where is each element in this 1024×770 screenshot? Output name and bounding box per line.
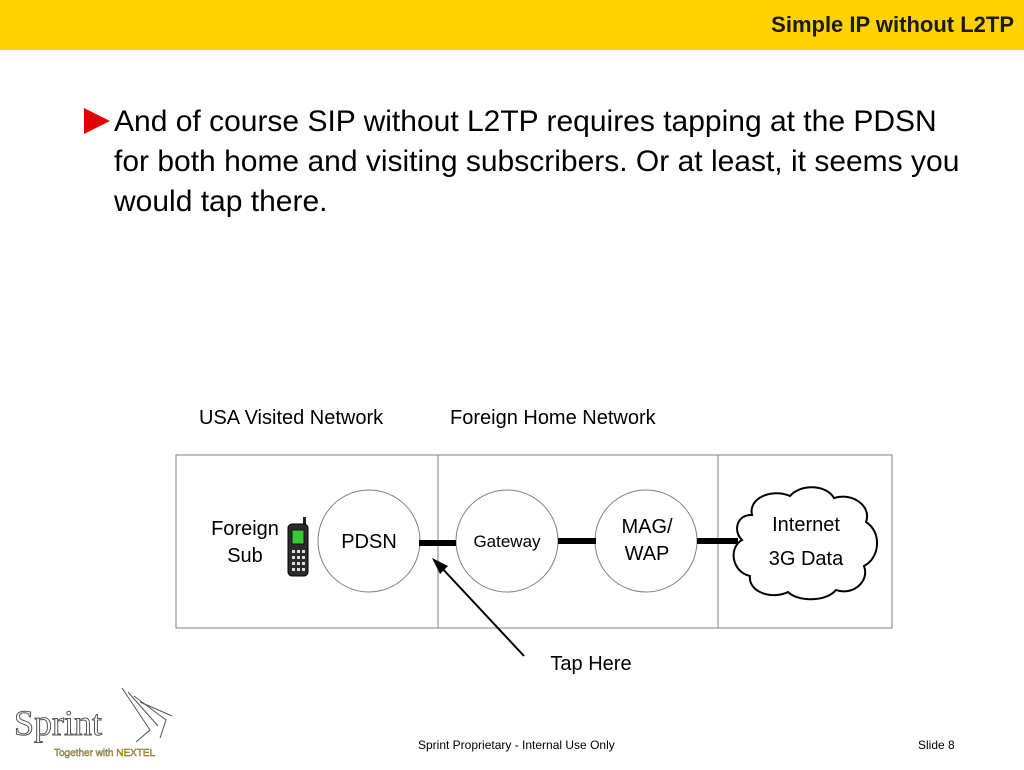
gateway-label: Gateway <box>473 532 541 551</box>
cloud-label-1: Internet <box>772 514 840 536</box>
diagram-frame <box>175 454 893 629</box>
cloud-label-2: 3G Data <box>769 548 844 570</box>
tap-arrow-head <box>432 558 448 574</box>
footer-proprietary: Sprint Proprietary - Internal Use Only <box>418 738 615 752</box>
tap-arrow-line <box>439 565 525 657</box>
logo-tagline: Together with NEXTEL <box>54 748 156 759</box>
pdsn-label: PDSN <box>341 531 397 553</box>
bullet-text: And of course SIP without L2TP requires … <box>114 105 960 218</box>
slide-title: Simple IP without L2TP <box>771 12 1014 37</box>
foreign-sub-label-1: Foreign <box>211 518 279 540</box>
sprint-logo: Sprint Together with NEXTEL <box>10 680 180 765</box>
internet-cloud-icon <box>732 486 878 601</box>
tap-here-label: Tap Here <box>550 653 631 675</box>
footer-slide-number: Slide 8 <box>918 738 955 752</box>
logo-wordmark: Sprint <box>14 703 102 743</box>
visited-network-label: USA Visited Network <box>199 407 384 429</box>
mag-wap-node <box>594 489 698 593</box>
logo-pin-icon <box>121 687 173 743</box>
sprint-logo-icon: Sprint Together with NEXTEL <box>14 687 173 759</box>
cell-phone-icon <box>287 517 309 577</box>
foreign-sub-label-2: Sub <box>227 545 263 567</box>
mag-label-2: WAP <box>625 543 670 565</box>
home-network-label: Foreign Home Network <box>450 407 656 429</box>
header-bar: Simple IP without L2TP <box>0 0 1024 50</box>
mag-label-1: MAG/ <box>621 516 673 538</box>
red-triangle-bullet-icon <box>84 108 110 134</box>
